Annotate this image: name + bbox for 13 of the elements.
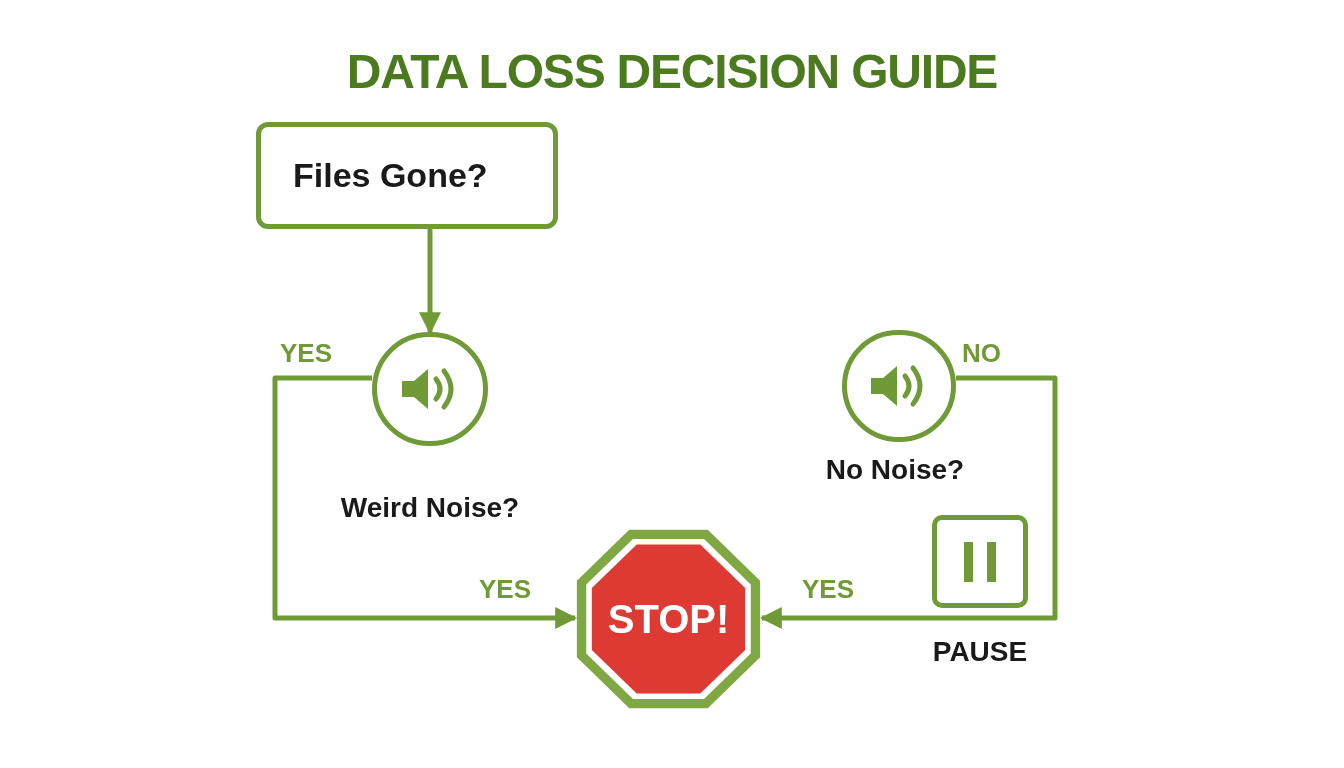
stop-sign <box>575 528 762 710</box>
title: DATA LOSS DECISION GUIDE <box>346 44 998 100</box>
pause-box <box>932 515 1028 608</box>
node-text: Files Gone? <box>293 155 488 196</box>
branch-label: YES <box>280 340 333 366</box>
process-box <box>256 122 558 229</box>
node-caption: No Noise? <box>824 453 966 487</box>
arrow <box>272 375 578 629</box>
branch-label: NO <box>962 340 1001 366</box>
node-text: STOP! <box>607 596 730 643</box>
node-caption: Weird Noise? <box>339 491 521 525</box>
arrow <box>759 375 1058 629</box>
node-caption: PAUSE <box>931 635 1029 669</box>
